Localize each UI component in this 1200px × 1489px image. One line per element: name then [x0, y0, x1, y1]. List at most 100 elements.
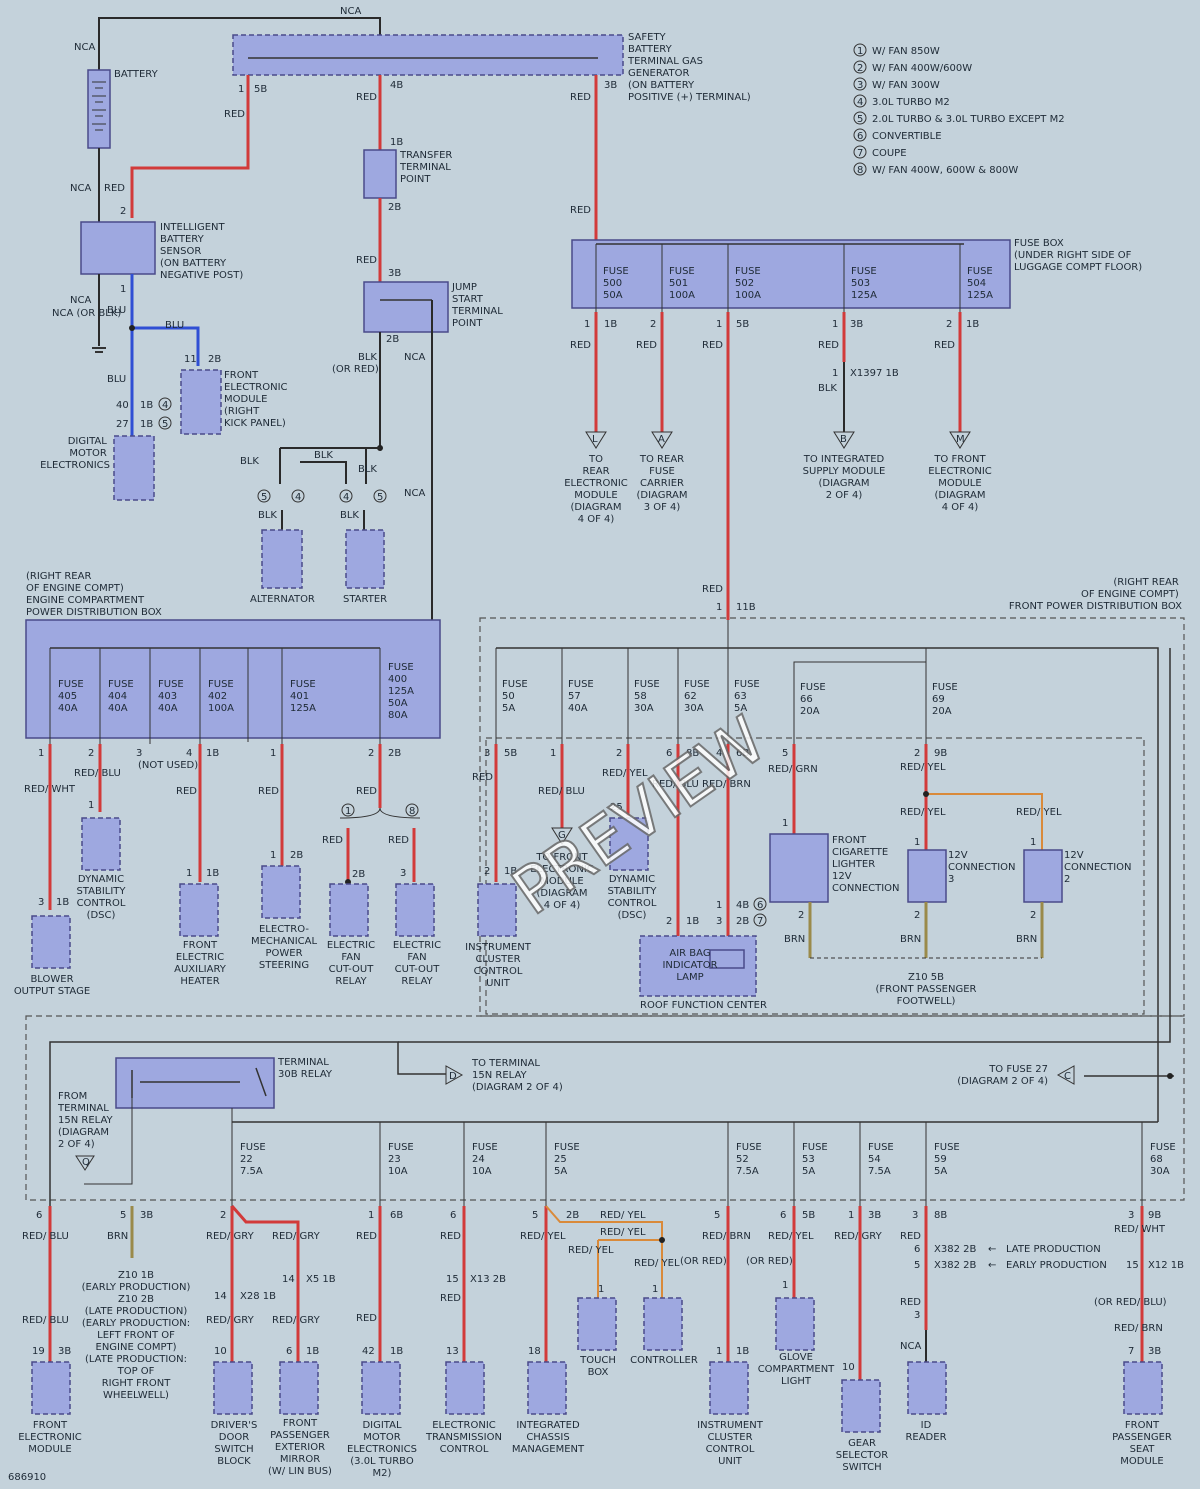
svg-text:3.0L TURBO M2: 3.0L TURBO M2	[872, 97, 950, 108]
svg-text:1: 1	[782, 1280, 788, 1291]
svg-text:14: 14	[282, 1274, 295, 1285]
figure-id: 686910	[8, 1472, 46, 1483]
fan-cutout-relay-2	[395, 883, 435, 937]
svg-text:4B: 4B	[736, 900, 749, 911]
svg-text:2B: 2B	[208, 354, 221, 365]
svg-text:5: 5	[377, 492, 383, 503]
glove-compartment-light	[775, 1297, 815, 1351]
svg-text:2B: 2B	[352, 869, 365, 880]
svg-text:G: G	[558, 830, 566, 841]
dest-a-triangle: A	[651, 431, 673, 449]
svg-text:RED: RED	[702, 340, 723, 351]
svg-text:BLK: BLK	[258, 510, 277, 521]
svg-text:3: 3	[716, 916, 722, 927]
dest-m-triangle: M	[949, 431, 971, 449]
svg-text:1: 1	[186, 868, 192, 879]
svg-text:7: 7	[857, 148, 863, 159]
svg-text:RED/ BLU: RED/ BLU	[652, 779, 699, 790]
svg-text:15: 15	[1126, 1260, 1139, 1271]
svg-text:18: 18	[528, 1346, 541, 1357]
svg-text:2: 2	[914, 748, 920, 759]
svg-text:5B: 5B	[504, 748, 517, 759]
svg-text:3: 3	[38, 897, 44, 908]
svg-text:3: 3	[400, 868, 406, 879]
nca-label-2: NCA	[70, 183, 91, 194]
battery-label: BATTERY	[114, 69, 159, 80]
fem-top-label: FRONT ELECTRONIC MODULE (RIGHT KICK PANE…	[224, 370, 291, 429]
dest-d-triangle: D	[445, 1065, 464, 1085]
svg-text:10: 10	[842, 1362, 855, 1373]
red-wire-5b	[130, 75, 250, 218]
svg-text:3: 3	[136, 748, 142, 759]
gear-selector-switch	[841, 1379, 881, 1433]
svg-text:RED: RED	[224, 109, 245, 120]
svg-text:RED/ WHT: RED/ WHT	[1114, 1224, 1166, 1235]
svg-text:2: 2	[946, 319, 952, 330]
svg-text:1B: 1B	[140, 400, 153, 411]
left-pdb-title: (RIGHT REAR OF ENGINE COMPT) ENGINE COMP…	[26, 571, 162, 618]
svg-text:6: 6	[450, 1210, 456, 1221]
svg-text:NCA: NCA	[404, 488, 425, 499]
svg-text:BLK: BLK	[240, 456, 259, 467]
svg-text:RED: RED	[472, 772, 493, 783]
svg-text:RED/ GRY: RED/ GRY	[206, 1315, 255, 1326]
svg-text:4: 4	[162, 400, 168, 411]
svg-text:1: 1	[857, 46, 863, 57]
svg-text:B: B	[840, 434, 847, 445]
svg-text:RED/ BLU: RED/ BLU	[74, 768, 121, 779]
svg-text:RED/ YEL: RED/ YEL	[634, 1258, 680, 1269]
dsc-right	[609, 817, 649, 871]
alternator	[261, 529, 303, 589]
svg-text:11: 11	[184, 354, 197, 365]
svg-text:W/ FAN 400W, 600W & 800W: W/ FAN 400W, 600W & 800W	[872, 165, 1018, 176]
jump-label: JUMP START TERMINAL POINT	[451, 282, 506, 329]
nca-batt-label: NCA	[74, 42, 95, 53]
svg-text:9B: 9B	[934, 748, 947, 759]
svg-text:M: M	[956, 434, 965, 445]
svg-text:1: 1	[848, 1210, 854, 1221]
svg-text:1B: 1B	[306, 1346, 319, 1357]
svg-text:6: 6	[857, 131, 863, 142]
svg-text:RED/ YEL: RED/ YEL	[600, 1227, 646, 1238]
svg-text:2B: 2B	[388, 748, 401, 759]
right-pdb-title: (RIGHT REAR OF ENGINE COMPT) FRONT POWER…	[1009, 577, 1182, 612]
svg-text:RED: RED	[356, 92, 377, 103]
svg-text:RED: RED	[818, 340, 839, 351]
svg-text:RED/ BLU: RED/ BLU	[538, 786, 585, 797]
instrument-cluster-bottom	[709, 1361, 749, 1415]
front-pdb-bus	[496, 647, 1159, 1122]
svg-text:7: 7	[1128, 1346, 1134, 1357]
svg-text:1B: 1B	[206, 748, 219, 759]
svg-text:6: 6	[914, 1244, 920, 1255]
controller	[643, 1297, 683, 1351]
svg-text:3: 3	[914, 1310, 920, 1321]
svg-text:RED/ YEL: RED/ YEL	[768, 1231, 814, 1242]
